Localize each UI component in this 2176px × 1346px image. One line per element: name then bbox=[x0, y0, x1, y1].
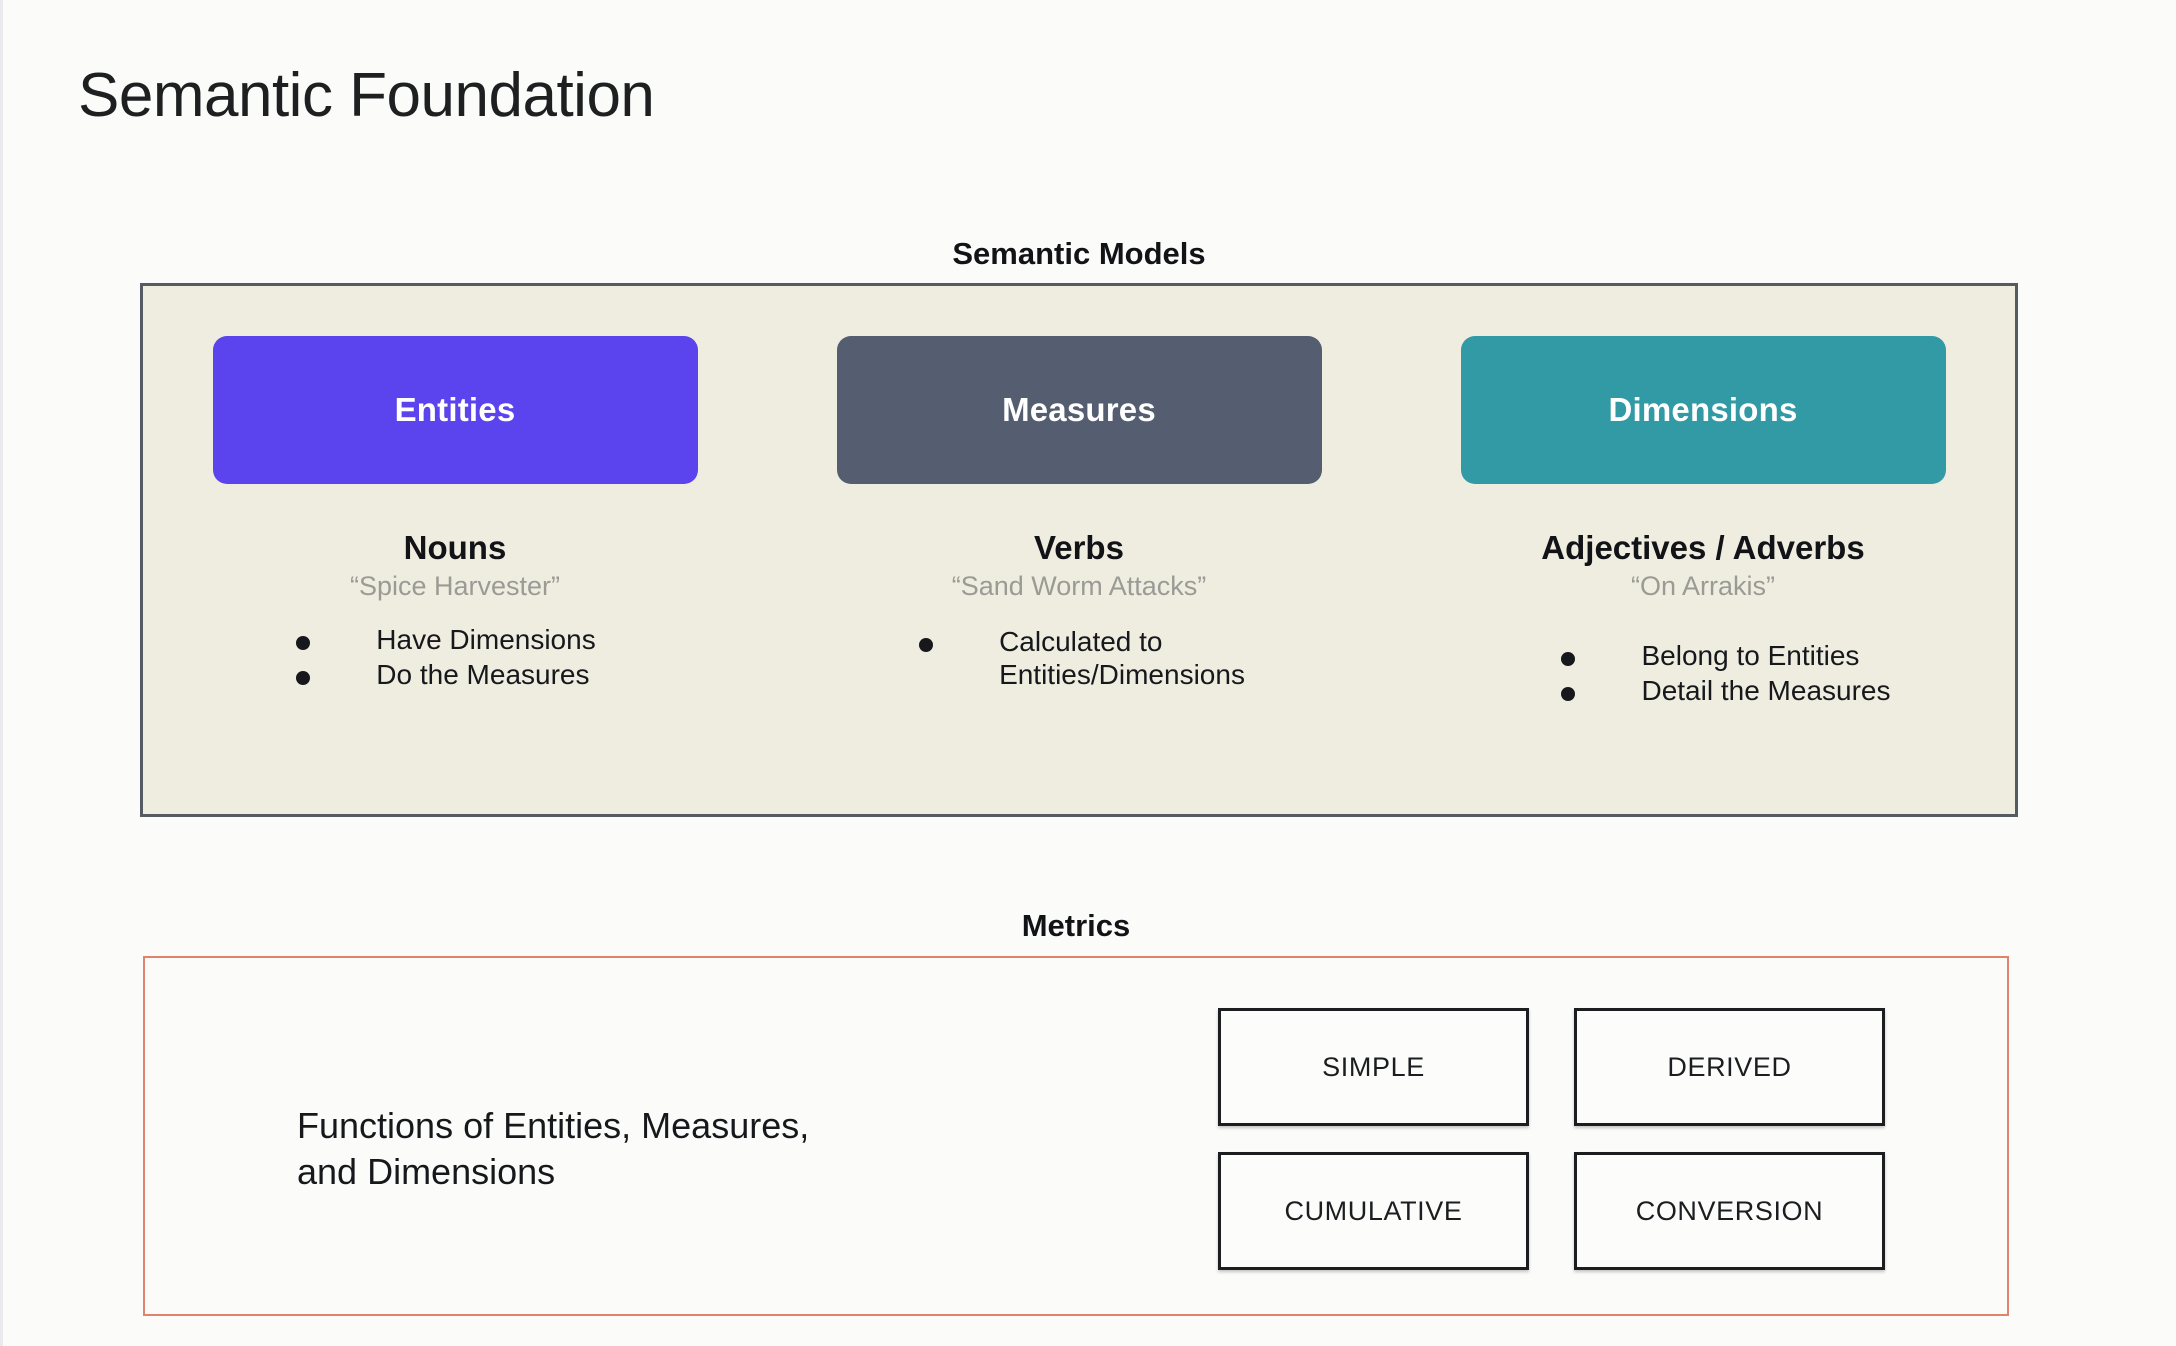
metric-box-derived[interactable]: DERIVED bbox=[1574, 1008, 1885, 1126]
list-item: Belong to Entities bbox=[1561, 640, 1890, 672]
page-title: Semantic Foundation bbox=[78, 61, 655, 130]
metrics-box-grid: SIMPLE DERIVED CUMULATIVE CONVERSION bbox=[1218, 1008, 1885, 1270]
bullet-text: Calculated to Entities/Dimensions bbox=[999, 626, 1245, 690]
list-item: Calculated to Entities/Dimensions bbox=[919, 626, 1245, 691]
model-column-measures: Measures Verbs “Sand Worm Attacks” Calcu… bbox=[767, 286, 1391, 814]
bullet-list-dimensions: Belong to Entities Detail the Measures bbox=[1561, 640, 1891, 709]
bullet-text: Have Dimensions bbox=[376, 624, 596, 656]
example-entities: “Spice Harvester” bbox=[349, 571, 561, 602]
example-dimensions: “On Arrakis” bbox=[1630, 571, 1776, 602]
left-edge-seam bbox=[0, 0, 3, 1346]
list-item: Have Dimensions bbox=[296, 624, 596, 656]
bullet-dot-icon bbox=[919, 638, 934, 653]
chip-entities[interactable]: Entities bbox=[212, 336, 698, 484]
list-item: Detail the Measures bbox=[1561, 674, 1891, 707]
bullet-text: Belong to Entities bbox=[1641, 640, 1860, 672]
semantic-models-header: Semantic Models bbox=[952, 236, 1206, 271]
model-column-dimensions: Dimensions Adjectives / Adverbs “On Arra… bbox=[1391, 286, 2015, 814]
metric-box-cumulative[interactable]: CUMULATIVE bbox=[1218, 1152, 1529, 1270]
part-of-speech-dimensions: Adjectives / Adverbs bbox=[1541, 529, 1865, 566]
metrics-description: Functions of Entities, Measures, and Dim… bbox=[297, 1105, 810, 1193]
part-of-speech-entities: Nouns bbox=[403, 529, 507, 566]
bullet-dot-icon bbox=[1561, 652, 1576, 667]
bullet-list-entities: Have Dimensions Do the Measures bbox=[296, 624, 596, 693]
model-column-entities: Entities Nouns “Spice Harvester” Have Di… bbox=[143, 286, 767, 814]
bullet-list-measures: Calculated to Entities/Dimensions bbox=[919, 626, 1245, 693]
metric-box-simple[interactable]: SIMPLE bbox=[1218, 1008, 1529, 1126]
example-measures: “Sand Worm Attacks” bbox=[951, 571, 1207, 602]
bullet-dot-icon bbox=[1561, 686, 1576, 701]
chip-dimensions[interactable]: Dimensions bbox=[1460, 336, 1946, 484]
bullet-text: Do the Measures bbox=[376, 658, 590, 690]
metrics-header: Metrics bbox=[1021, 908, 1131, 943]
part-of-speech-measures: Verbs bbox=[1034, 529, 1124, 566]
bullet-dot-icon bbox=[296, 670, 311, 685]
bullet-dot-icon bbox=[296, 636, 311, 651]
chip-measures[interactable]: Measures bbox=[836, 336, 1322, 484]
semantic-models-panel: Entities Nouns “Spice Harvester” Have Di… bbox=[140, 283, 2018, 817]
list-item: Do the Measures bbox=[296, 659, 595, 691]
metrics-panel: Functions of Entities, Measures, and Dim… bbox=[143, 956, 2009, 1316]
semantic-models-columns: Entities Nouns “Spice Harvester” Have Di… bbox=[143, 286, 2015, 814]
bullet-text: Detail the Measures bbox=[1641, 674, 1891, 706]
metric-box-conversion[interactable]: CONVERSION bbox=[1574, 1152, 1885, 1270]
